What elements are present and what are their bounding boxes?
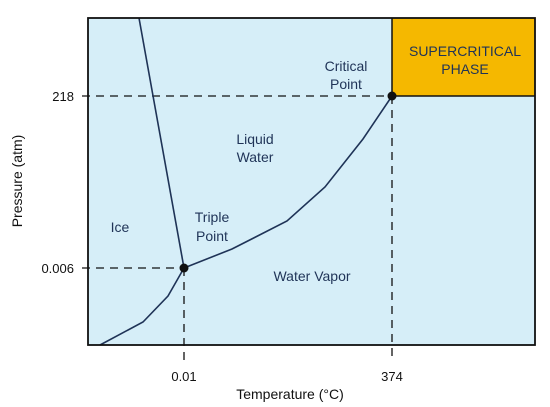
triple-point-label-line2: Point: [196, 228, 228, 244]
critical-point-marker: [387, 91, 397, 101]
region-label-supercritical-line1: SUPERCRITICAL: [409, 43, 521, 59]
y-axis-title: Pressure (atm): [9, 135, 25, 228]
region-label-vapor: Water Vapor: [273, 268, 350, 284]
sublimation-curve: [99, 267, 185, 346]
supercritical-region: [392, 18, 535, 96]
critical-point-label-line1: Critical: [325, 58, 368, 74]
triple-point-marker: [179, 263, 189, 273]
fusion-curve: [138, 17, 185, 269]
y-tick-label-0006: 0.006: [41, 261, 74, 276]
y-tick-label-218: 218: [52, 89, 74, 104]
plot-border: [87, 17, 536, 346]
region-label-liquid-line2: Water: [237, 149, 274, 165]
x-tick-label-001: 0.01: [171, 369, 196, 384]
region-label-liquid-line1: Liquid: [236, 131, 273, 147]
triple-point-label-line1: Triple: [195, 209, 230, 225]
region-label-ice: Ice: [111, 219, 130, 235]
x-tick-label-374: 374: [381, 369, 403, 384]
region-label-supercritical-line2: PHASE: [441, 61, 488, 77]
x-axis-title: Temperature (°C): [236, 386, 344, 402]
critical-point-label-line2: Point: [330, 76, 362, 92]
vaporization-curve: [183, 95, 393, 269]
